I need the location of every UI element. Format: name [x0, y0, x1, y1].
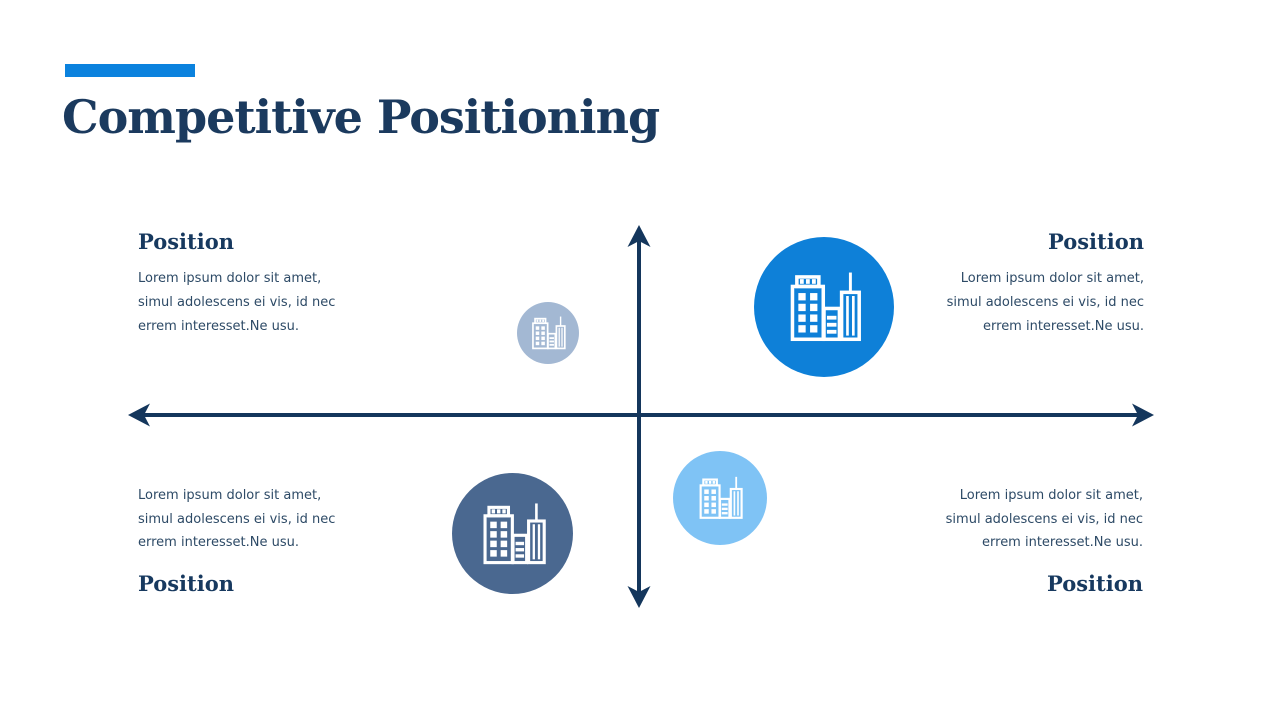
quadrant-body-line: errem interesset.Ne usu. [982, 535, 1143, 551]
quadrant-text-bottom-left: Lorem ipsum dolor sit amet, simul adoles… [138, 484, 370, 597]
arrow-left-icon [128, 403, 150, 427]
quadrant-body-line: errem interesset.Ne usu. [983, 318, 1144, 334]
arrow-down-icon [627, 586, 651, 608]
quadrant-body-line: Lorem ipsum dolor sit amet, [138, 271, 322, 287]
quadrant-body-line: simul adolescens ei vis, id nec [138, 294, 336, 310]
quadrant-body-line: Lorem ipsum dolor sit amet, [960, 271, 1144, 287]
bubble-top-right [754, 237, 894, 377]
bubble-top-left [517, 302, 579, 364]
quadrant-body: Lorem ipsum dolor sit amet, simul adoles… [912, 267, 1144, 338]
quadrant-body-line: errem interesset.Ne usu. [138, 535, 299, 551]
quadrant-body-line: Lorem ipsum dolor sit amet, [959, 488, 1143, 503]
buildings-icon [527, 312, 569, 354]
buildings-icon [780, 263, 868, 351]
quadrant-text-bottom-right: Lorem ipsum dolor sit amet, simul adoles… [911, 484, 1143, 597]
quadrant-heading: Position [138, 571, 234, 597]
buildings-icon [693, 471, 747, 525]
buildings-icon [474, 495, 552, 573]
quadrant-body-line: simul adolescens ei vis, id nec [946, 294, 1144, 310]
quadrant-body: Lorem ipsum dolor sit amet, simul adoles… [138, 484, 370, 555]
arrow-right-icon [1132, 403, 1154, 427]
quadrant-text-top-left: Position Lorem ipsum dolor sit amet, sim… [138, 229, 370, 338]
page-title: Competitive Positioning [62, 90, 660, 144]
accent-bar [65, 64, 195, 77]
quadrant-body-line: errem interesset.Ne usu. [138, 318, 299, 334]
quadrant-heading: Position [1048, 229, 1144, 254]
quadrant-body: Lorem ipsum dolor sit amet, simul adoles… [911, 484, 1143, 555]
quadrant-body: Lorem ipsum dolor sit amet, simul adoles… [138, 267, 370, 338]
quadrant-body-line: simul adolescens ei vis, id nec [945, 511, 1143, 527]
bubble-bottom-right [673, 451, 767, 545]
quadrant-text-top-right: Position Lorem ipsum dolor sit amet, sim… [912, 229, 1144, 338]
bubble-bottom-left [452, 473, 573, 594]
quadrant-body-line: simul adolescens ei vis, id nec [138, 511, 336, 527]
quadrant-heading: Position [1047, 571, 1143, 597]
arrow-up-icon [627, 225, 651, 247]
quadrant-body-line: Lorem ipsum dolor sit amet, [138, 488, 322, 503]
quadrant-heading: Position [138, 229, 234, 254]
